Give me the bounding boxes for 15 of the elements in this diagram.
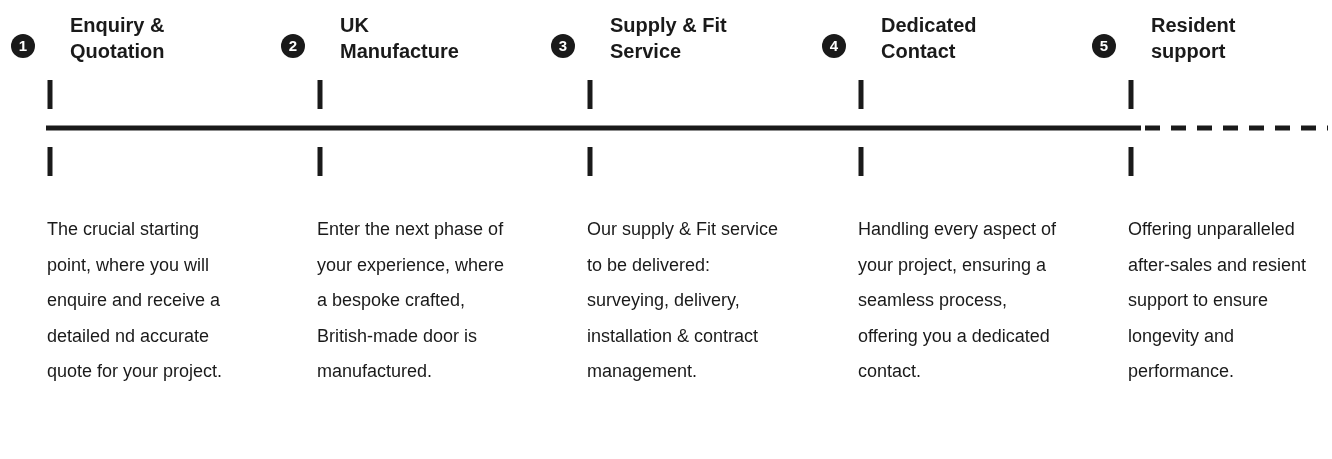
step-heading: Supply & Fit Service <box>610 13 728 64</box>
step-description: Offering unparalleled after-sales and resient support to ensure longevity and performance. <box>1128 218 1308 383</box>
step-description: Handling every aspect of your project, ensuring a seamless process, offering you a dedicated contact. <box>858 218 1058 383</box>
step-heading: Dedicated Contact <box>881 13 978 64</box>
step-description: The crucial starting point, where you will enquire and receive a detailed nd accurate quote for your project. <box>47 218 224 383</box>
step-number: 4 <box>822 34 846 58</box>
step-number: 2 <box>281 34 305 58</box>
step-description: Our supply & Fit service to be delivered: surveying, delivery, installation & contract management. <box>587 218 780 383</box>
step-number: 5 <box>1092 34 1116 58</box>
step-heading: UK Manufacture <box>340 13 460 64</box>
step-number: 1 <box>11 34 35 58</box>
step-heading: Resident support <box>1151 13 1237 64</box>
step-description: Enter the next phase of your experience, where a bespoke crafted, British-made door is manufactured. <box>317 218 506 383</box>
step-heading: Enquiry & Quotation <box>70 13 166 64</box>
step-number: 3 <box>551 34 575 58</box>
